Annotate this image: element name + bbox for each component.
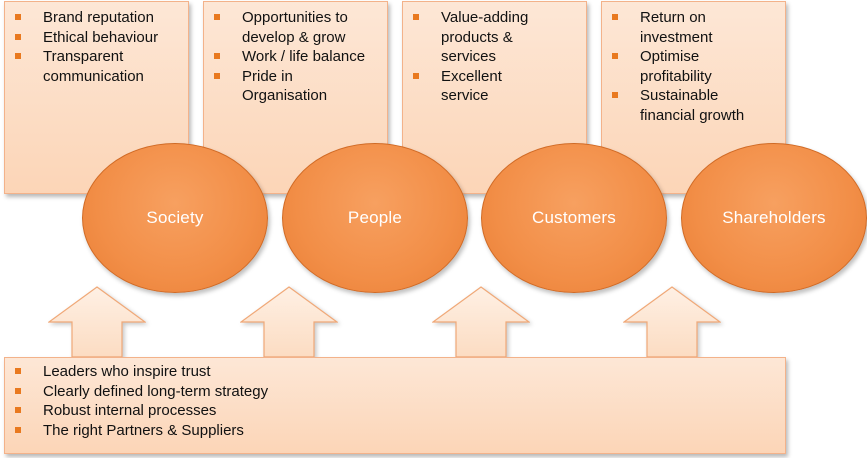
customers-circle: Customers (481, 143, 667, 293)
bullet-icon (214, 14, 220, 20)
foundation-box: Leaders who inspire trust Clearly define… (4, 357, 786, 454)
list-item: Opportunities to develop & grow (214, 8, 379, 47)
bullet-icon (15, 14, 21, 20)
people-circle: People (282, 143, 468, 293)
bullet-icon (612, 14, 618, 20)
list-item: Work / life balance (214, 47, 379, 67)
society-label: Society (146, 208, 204, 227)
bullet-icon (413, 14, 419, 20)
list-item: Leaders who inspire trust (15, 362, 785, 382)
bullet-icon (15, 53, 21, 59)
up-arrow-icon (623, 286, 721, 358)
list-item: Optimise profitability (612, 47, 775, 86)
bullet-icon (612, 92, 618, 98)
list-item: Brand reputation (15, 8, 188, 28)
bullet-icon (15, 407, 21, 413)
list-item: Ethical behaviour (15, 28, 188, 48)
society-values-box: Brand reputation Ethical behaviour Trans… (4, 1, 189, 194)
bullet-icon (413, 72, 419, 79)
up-arrow-icon (48, 286, 146, 358)
society-circle: Society (82, 143, 268, 293)
list-item: Transparent communication (15, 47, 188, 86)
list-item: Excellent service (413, 67, 536, 106)
bullet-icon (214, 53, 220, 59)
list-item: Return on investment (612, 8, 775, 47)
list-item: Sustainable financial growth (612, 86, 775, 125)
up-arrow-icon (432, 286, 530, 358)
bullet-icon (15, 368, 21, 374)
customers-label: Customers (532, 208, 616, 227)
shareholders-label: Shareholders (722, 208, 826, 227)
bullet-icon (15, 33, 21, 40)
list-item: Value-adding products & services (413, 8, 536, 67)
bullet-icon (214, 72, 220, 79)
bullet-icon (15, 387, 21, 394)
up-arrow-icon (240, 286, 338, 358)
list-item: The right Partners & Suppliers (15, 421, 785, 441)
list-item: Robust internal processes (15, 401, 785, 421)
list-item: Pride in Organisation (214, 67, 379, 106)
bullet-icon (15, 426, 21, 433)
shareholders-circle: Shareholders (681, 143, 867, 293)
list-item: Clearly defined long-term strategy (15, 382, 785, 402)
people-label: People (347, 208, 403, 227)
bullet-icon (612, 53, 618, 59)
